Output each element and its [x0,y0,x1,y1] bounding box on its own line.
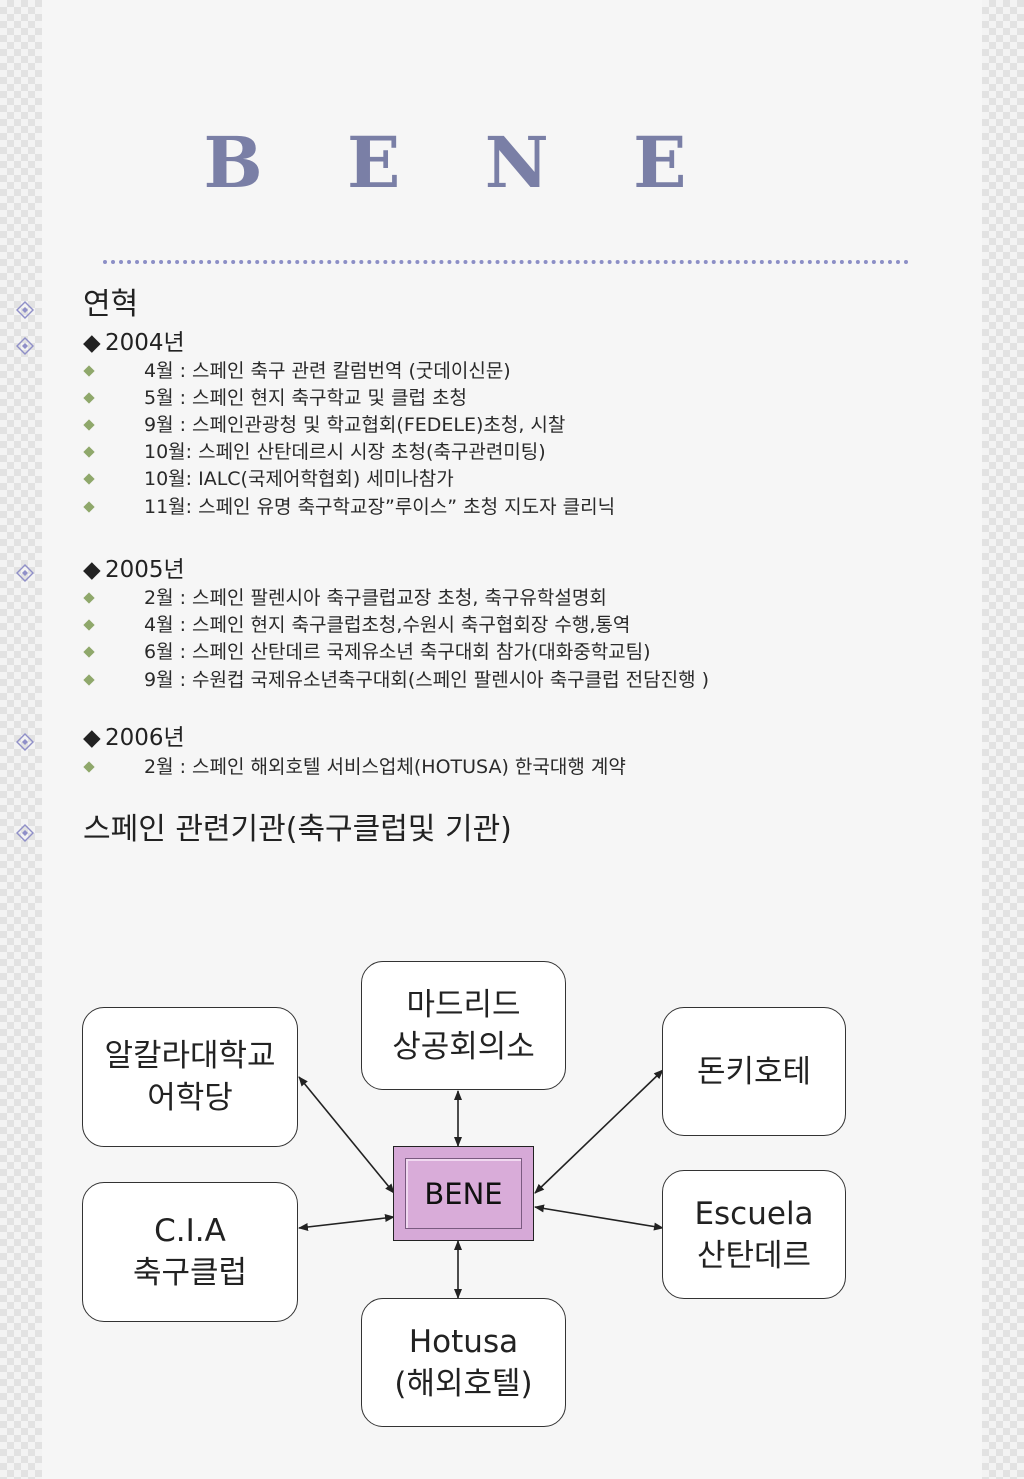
dotted-divider [103,260,909,264]
partners-heading: 스페인 관련기관(축구클럽및 기관) [83,812,512,847]
history-entry: 4월 : 스페인 축구 관련 칼럼번역 (굿데이신문) [83,358,511,385]
diamond-bullet-icon [16,733,34,751]
center-node-label: BENE [405,1158,522,1229]
node-madrid-chamber: 마드리드 상공회의소 [361,961,566,1090]
year-2004-heading: ◆2004년 [83,330,185,356]
black-diamond-icon: ◆ [83,557,101,583]
history-entry: 2월 : 스페인 해외호텔 서비스업체(HOTUSA) 한국대행 계약 [83,754,626,781]
diamond-bullet-icon [16,337,34,355]
history-heading: 연혁 [83,287,139,322]
history-entry: 6월 : 스페인 산탄데르 국제유소년 축구대회 참가(대화중학교팀) [83,639,651,666]
node-hotusa: Hotusa (해외호텔) [361,1298,566,1427]
diamond-bullet-icon [16,564,34,582]
page-title: B E N E [203,121,717,204]
node-alcala-university: 알칼라대학교 어학당 [82,1007,298,1147]
history-entry: 11월: 스페인 유명 축구학교장”루이스” 초청 지도자 클리닉 [83,494,615,521]
connector-cia [298,1214,395,1231]
node-donquixote: 돈키호테 [662,1007,846,1136]
history-entry: 5월 : 스페인 현지 축구학교 및 클럽 초청 [83,385,467,412]
history-entry: 10월: IALC(국제어학협회) 세미나참가 [83,466,454,493]
connector-escuela [534,1204,664,1231]
right-border-pattern [982,0,1024,1479]
left-border-pattern [0,0,42,1479]
node-escuela-santander: Escuela 산탄데르 [662,1170,846,1299]
diamond-bullet-icon [16,824,34,842]
history-entry: 9월 : 스페인관광청 및 학교협회(FEDELE)초청, 시찰 [83,412,565,439]
history-entry: 10월: 스페인 산탄데르시 시장 초청(축구관련미팅) [83,439,546,466]
history-entry: 2월 : 스페인 팔렌시아 축구클럽교장 초청, 축구유학설명회 [83,585,607,612]
year-2006-heading: ◆2006년 [83,725,185,751]
diamond-bullet-icon [16,301,34,319]
node-cia-club: C.I.A 축구클럽 [82,1182,298,1322]
connector-donquixote [534,1069,664,1194]
black-diamond-icon: ◆ [83,725,101,751]
black-diamond-icon: ◆ [83,330,101,356]
center-node-bene: BENE [393,1146,534,1241]
history-entry: 9월 : 수원컵 국제유소년축구대회(스페인 팔렌시아 축구클럽 전담진행 ) [83,667,709,694]
connector-alcala [298,1076,395,1194]
year-2005-heading: ◆2005년 [83,557,185,583]
history-entry: 4월 : 스페인 현지 축구클럽초청,수원시 축구협회장 수행,통역 [83,612,630,639]
